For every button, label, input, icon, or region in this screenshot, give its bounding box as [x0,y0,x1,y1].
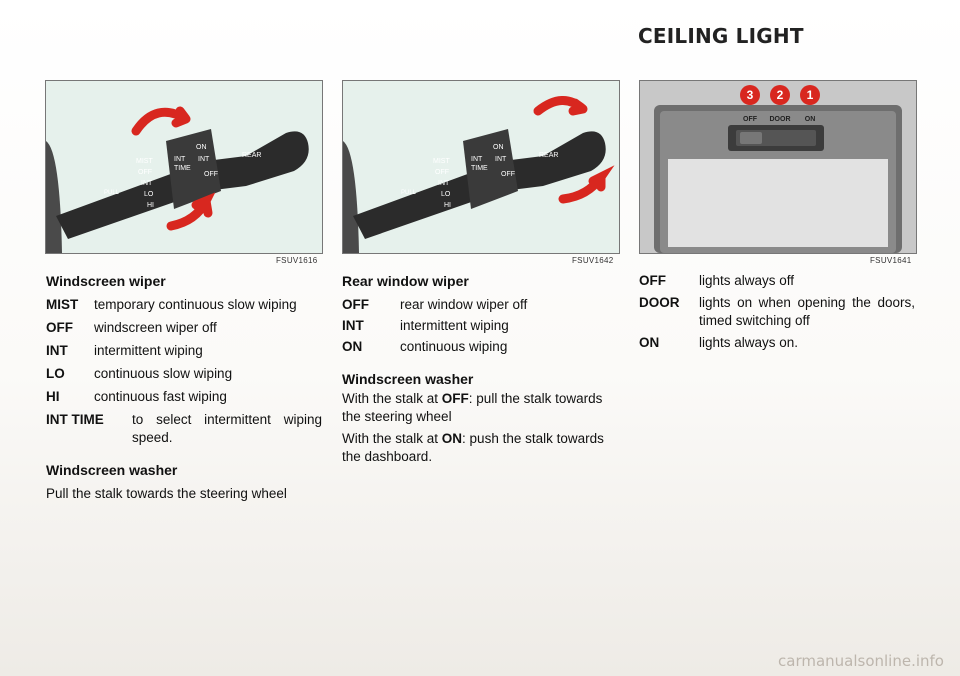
figure-code: FSUV1642 [572,256,614,265]
definition-term: ON [639,335,660,350]
washer-text: Pull the stalk towards the steering whee… [46,486,287,501]
definition-term: INT TIME [46,412,104,427]
off-label: OFF [138,169,152,176]
lo-label: LO [144,191,154,198]
int-time-label-2: TIME [471,165,488,172]
int-time-label-1: INT [471,156,483,163]
washer-paragraph-2: With the stalk at ON: push the stalk tow… [342,430,618,466]
off-right-label: OFF [501,171,515,178]
marker-1: 1 [807,88,814,102]
hi-label: HI [147,202,154,209]
definition-desc: temporary continuous slow wiping [94,297,297,312]
int-right-label: INT [495,156,507,163]
definition-desc: continuous slow wiping [94,366,233,381]
definition-term: DOOR [639,295,680,310]
pull-label: PULL [401,190,417,196]
definition-desc: windscreen wiper off [94,320,217,335]
int-label: INT [438,180,450,187]
definition-row: HI continuous fast wiping [46,388,322,406]
definition-term: OFF [639,273,666,288]
on-label: ON [493,144,504,151]
definition-term: LO [46,366,65,381]
int-right-label: INT [198,156,210,163]
definition-row: ON lights always on. [639,334,915,352]
definition-term: OFF [46,320,73,335]
washer-p1-post: : pull the stalk towards the steering wh… [342,391,603,424]
definition-desc: lights always off [699,273,795,288]
washer-p1-bold: OFF [441,391,469,406]
section-heading: Rear window wiper [342,273,469,289]
definition-term: MIST [46,297,79,312]
washer-p2-bold: ON [441,431,463,446]
hi-label: HI [444,202,451,209]
rear-wiper-section: Rear window wiper OFF rear window wiper … [342,272,618,470]
on-label: ON [196,144,207,151]
switch-off-label: OFF [743,116,758,123]
definition-desc: continuous wiping [400,339,508,354]
washer-p2-pre: With the stalk at [342,431,442,446]
wiper-stalk-figure: MIST OFF INT LO HI PULL INT TIME ON INT … [45,80,323,254]
mist-label: MIST [433,158,450,165]
definition-row: DOOR lights on when opening the doors, t… [639,294,915,330]
marker-3: 3 [747,88,754,102]
mist-label: MIST [136,158,153,165]
section-title: CEILING LIGHT [638,24,804,48]
definition-row: OFF lights always off [639,272,915,290]
definition-desc: rear window wiper off [400,297,528,312]
definition-term: HI [46,389,60,404]
definition-row: INT intermittent wiping [46,342,322,360]
pull-label: PULL [104,190,120,196]
washer-p2-post: : push the stalk towards the dashboard. [342,431,604,464]
washer-p1-pre: With the stalk at [342,391,442,406]
definition-term: OFF [342,297,369,312]
off-right-label: OFF [204,171,218,178]
washer-heading: Windscreen washer [46,462,178,478]
off-label: OFF [435,169,449,176]
rear-label: REAR [539,152,558,159]
marker-2: 2 [777,88,784,102]
definition-desc: intermittent wiping [94,343,203,358]
int-time-label-1: INT [174,156,186,163]
definition-term: ON [342,339,363,354]
washer-paragraph-1: With the stalk at OFF: pull the stalk to… [342,390,618,426]
definition-term: INT [46,343,68,358]
definition-desc: continuous fast wiping [94,389,227,404]
definition-row: LO continuous slow wiping [46,365,322,383]
footer-watermark: carmanualsonline.info [778,652,944,670]
definition-row: INT intermittent wiping [342,317,618,335]
rear-wiper-stalk-figure: MIST OFF INT LO HI PULL INT TIME ON INT … [342,80,620,254]
definition-term: INT [342,318,364,333]
definition-desc: lights always on. [699,335,799,350]
int-label: INT [141,180,153,187]
windscreen-wiper-section: Windscreen wiper MIST temporary continuo… [46,272,322,507]
definition-row: OFF windscreen wiper off [46,319,322,337]
definition-desc: lights on when opening the doors, timed … [699,295,915,328]
definition-desc: intermittent wiping [400,318,509,333]
section-heading: Windscreen wiper [46,273,166,289]
definition-row: OFF rear window wiper off [342,296,618,314]
definition-row: ON continuous wiping [342,338,618,356]
switch-door-label: DOOR [770,116,791,123]
int-time-label-2: TIME [174,165,191,172]
ceiling-light-section: OFF lights always off DOOR lights on whe… [639,272,915,357]
ceiling-light-figure: 3 2 1 OFF DOOR ON [639,80,917,254]
lo-label: LO [441,191,451,198]
definition-row: INT TIME to select intermittent wiping s… [46,411,322,447]
switch-on-label: ON [805,116,816,123]
definition-desc: to select intermittent wiping speed. [132,412,322,445]
washer-heading: Windscreen washer [342,371,474,387]
figure-code: FSUV1641 [870,256,912,265]
definition-row: MIST temporary continuous slow wiping [46,296,322,314]
rear-label: REAR [242,152,261,159]
figure-code: FSUV1616 [276,256,318,265]
